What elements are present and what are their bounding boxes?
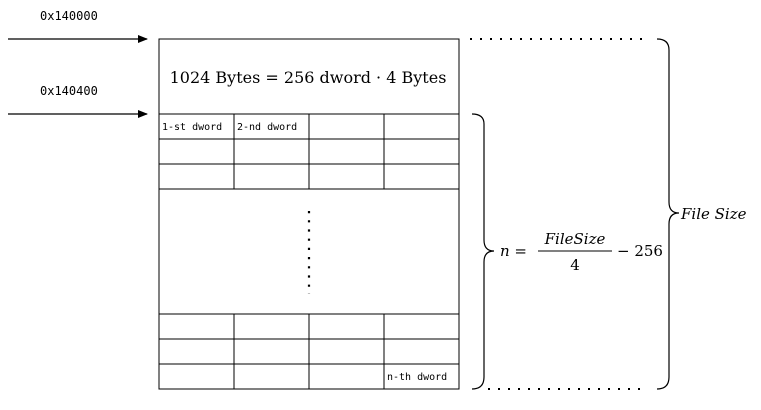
formula-tail: − 256 — [617, 242, 663, 260]
dword-count-brace — [471, 113, 495, 390]
dword-grid-top — [159, 114, 459, 190]
formula-numerator: FileSize — [544, 230, 606, 248]
cell-label-second-dword: 2-nd dword — [237, 122, 297, 133]
header-block — [158, 38, 460, 115]
header-block-label: 1024 Bytes = 256 dword · 4 Bytes — [170, 68, 447, 87]
cell-label-first-dword: 1-st dword — [162, 122, 222, 133]
cell-label-nth-dword: n-th dword — [387, 372, 447, 383]
formula-lhs: n = — [500, 242, 527, 260]
address-label-data-start: 0x140400 — [40, 84, 98, 98]
dword-count-formula: n = FileSize 4 − 256 — [500, 230, 663, 274]
dword-grid-bottom — [159, 313, 459, 389]
file-size-brace — [656, 38, 680, 390]
formula-denominator: 4 — [570, 256, 580, 274]
file-size-label: File Size — [680, 205, 747, 223]
address-label-start: 0x140000 — [40, 9, 98, 23]
